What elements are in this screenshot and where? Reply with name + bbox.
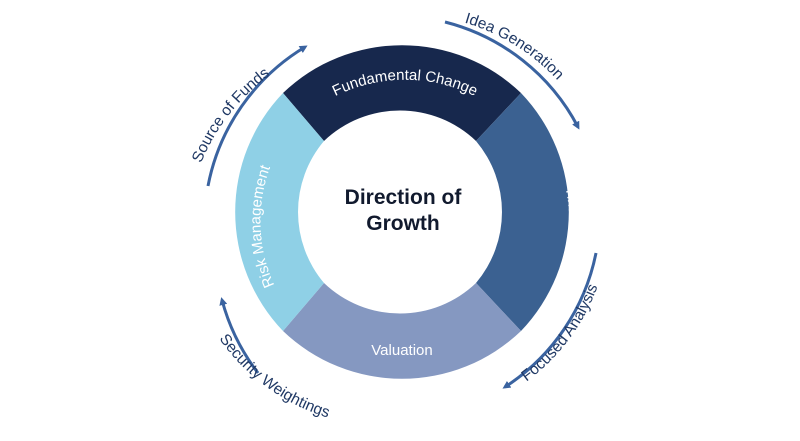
arrow-security-weightings	[219, 297, 260, 374]
arrow-source-of-funds	[206, 45, 308, 187]
ring-segment-fundamental-change	[283, 45, 521, 141]
arrow-focused-analysis	[502, 252, 598, 389]
center-title-line2: Growth	[366, 212, 440, 235]
ring-segment-timeliness	[476, 93, 569, 331]
arrow-idea-generation	[444, 20, 580, 130]
ring-segment-valuation	[283, 283, 521, 379]
center-title-line1: Direction of	[345, 186, 463, 209]
segment-label-valuation: Valuation	[371, 342, 432, 359]
ring-segment-risk-management	[235, 93, 324, 331]
segment-label-timeliness: Timeliness	[561, 185, 582, 261]
